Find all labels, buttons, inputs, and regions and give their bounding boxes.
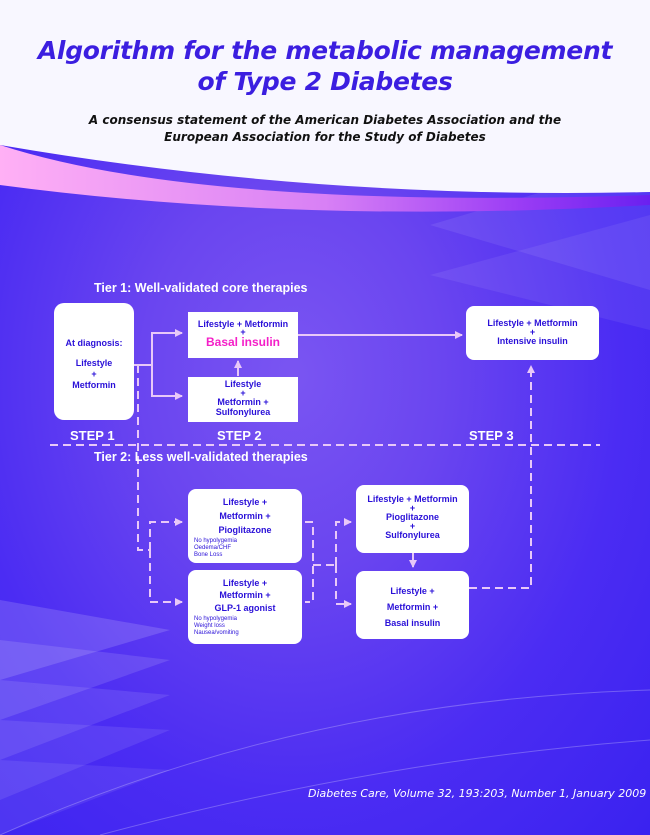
- arrow-to-pioglitazone: [149, 518, 183, 550]
- deco-shape: [0, 600, 170, 680]
- header-wave: [0, 145, 650, 212]
- box-text: GLP-1 agonist: [214, 603, 276, 613]
- box-sulfonylurea[interactable]: Lifestyle + Metformin + Sulfonylurea: [188, 377, 298, 422]
- box-text: +: [409, 521, 416, 531]
- box-text: +: [91, 369, 97, 379]
- box-intensive-insulin[interactable]: Lifestyle + Metformin + Intensive insuli…: [466, 306, 599, 360]
- arrow-to-pio-su: [335, 518, 352, 565]
- deco-shape: [0, 680, 170, 760]
- box-text: Intensive insulin: [497, 336, 568, 346]
- box-basal-insulin[interactable]: Lifestyle + Metformin + Basal insulin: [188, 312, 298, 358]
- box-note: Weight loss: [194, 623, 225, 629]
- arrow-basal2-to-intensive: [469, 365, 535, 589]
- box-at-diagnosis[interactable]: At diagnosis: Lifestyle + Metformin: [54, 303, 134, 420]
- dashed-pio-out: [305, 521, 314, 603]
- box-text: Lifestyle: [224, 379, 262, 389]
- box-text: Lifestyle + Metformin: [367, 494, 458, 504]
- box-text: +: [529, 327, 536, 337]
- box-note: Bone Loss: [194, 552, 223, 558]
- box-text: +: [240, 388, 246, 398]
- box-text: Pioglitazone: [218, 525, 272, 535]
- dashed-diagnosis-down: [137, 365, 150, 551]
- box-text: Sulfonylurea: [215, 407, 271, 417]
- box-text: At diagnosis:: [65, 338, 123, 348]
- citation: Diabetes Care, Volume 32, 193:203, Numbe…: [308, 787, 647, 800]
- deco-shape: [0, 720, 170, 800]
- box-glp1-agonist[interactable]: Lifestyle + Metformin + GLP-1 agonist No…: [188, 570, 302, 644]
- deco-curve: [99, 739, 650, 835]
- title-line: Algorithm for the metabolic management: [37, 36, 613, 65]
- subtitle-line: A consensus statement of the American Di…: [88, 113, 562, 127]
- deco-shape: [0, 640, 170, 720]
- arrow-to-glp1: [149, 550, 183, 606]
- box-text: Lifestyle +: [222, 578, 268, 588]
- box-note: Nausea/vomiting: [194, 630, 239, 636]
- box-text: Sulfonylurea: [385, 530, 440, 540]
- box-text: Metformin +: [217, 397, 269, 407]
- box-note: Oedema/CHF: [194, 545, 232, 551]
- box-text: Metformin: [72, 380, 116, 390]
- box-text: Lifestyle + Metformin: [197, 319, 289, 329]
- arrow-diagnosis-to-basal: [134, 329, 183, 366]
- deco-shape: [0, 760, 170, 835]
- box-text: Lifestyle +: [390, 586, 435, 596]
- title-line: of Type 2 Diabetes: [197, 67, 453, 96]
- box-note: No hypolygemia: [194, 616, 238, 622]
- box-text: +: [240, 327, 246, 337]
- subtitle: A consensus statement of the American Di…: [0, 112, 650, 146]
- header-white: [0, 0, 650, 194]
- box-text: Lifestyle + Metformin: [487, 318, 578, 328]
- box-text: +: [409, 503, 416, 513]
- box-text: Lifestyle: [75, 358, 113, 368]
- page-title: Algorithm for the metabolic management o…: [0, 35, 650, 97]
- box-text: Metformin +: [219, 511, 271, 521]
- box-note: No hypolygemia: [194, 538, 238, 544]
- tier1-label: Tier 1: Well-validated core therapies: [94, 281, 308, 295]
- tier2-label: Tier 2: Less well-validated therapies: [94, 450, 308, 464]
- box-text: Basal insulin: [384, 618, 441, 628]
- deco-curve: [0, 689, 650, 835]
- box-pioglitazone-sulfonylurea[interactable]: Lifestyle + Metformin + Pioglitazone + S…: [356, 485, 469, 553]
- step-2-label: STEP 2: [217, 428, 262, 443]
- box-text: Metformin +: [219, 590, 271, 600]
- deco-shape: [430, 215, 650, 330]
- arrow-diagnosis-to-sulfonylurea: [151, 365, 183, 400]
- header: Algorithm for the metabolic management o…: [0, 0, 650, 200]
- arrow-to-basal2: [335, 565, 352, 608]
- box-pioglitazone[interactable]: Lifestyle + Metformin + Pioglitazone No …: [188, 489, 302, 563]
- box-text: Lifestyle +: [222, 497, 268, 507]
- box-text: Metformin +: [386, 602, 439, 612]
- step-1-label: STEP 1: [70, 428, 115, 443]
- box-basal-insulin-tier2[interactable]: Lifestyle + Metformin + Basal insulin: [356, 571, 469, 639]
- step-3-label: STEP 3: [469, 428, 514, 443]
- box-text: Pioglitazone: [385, 512, 439, 522]
- subtitle-line: European Association for the Study of Di…: [164, 130, 486, 144]
- box-highlight-text: Basal insulin: [205, 335, 281, 349]
